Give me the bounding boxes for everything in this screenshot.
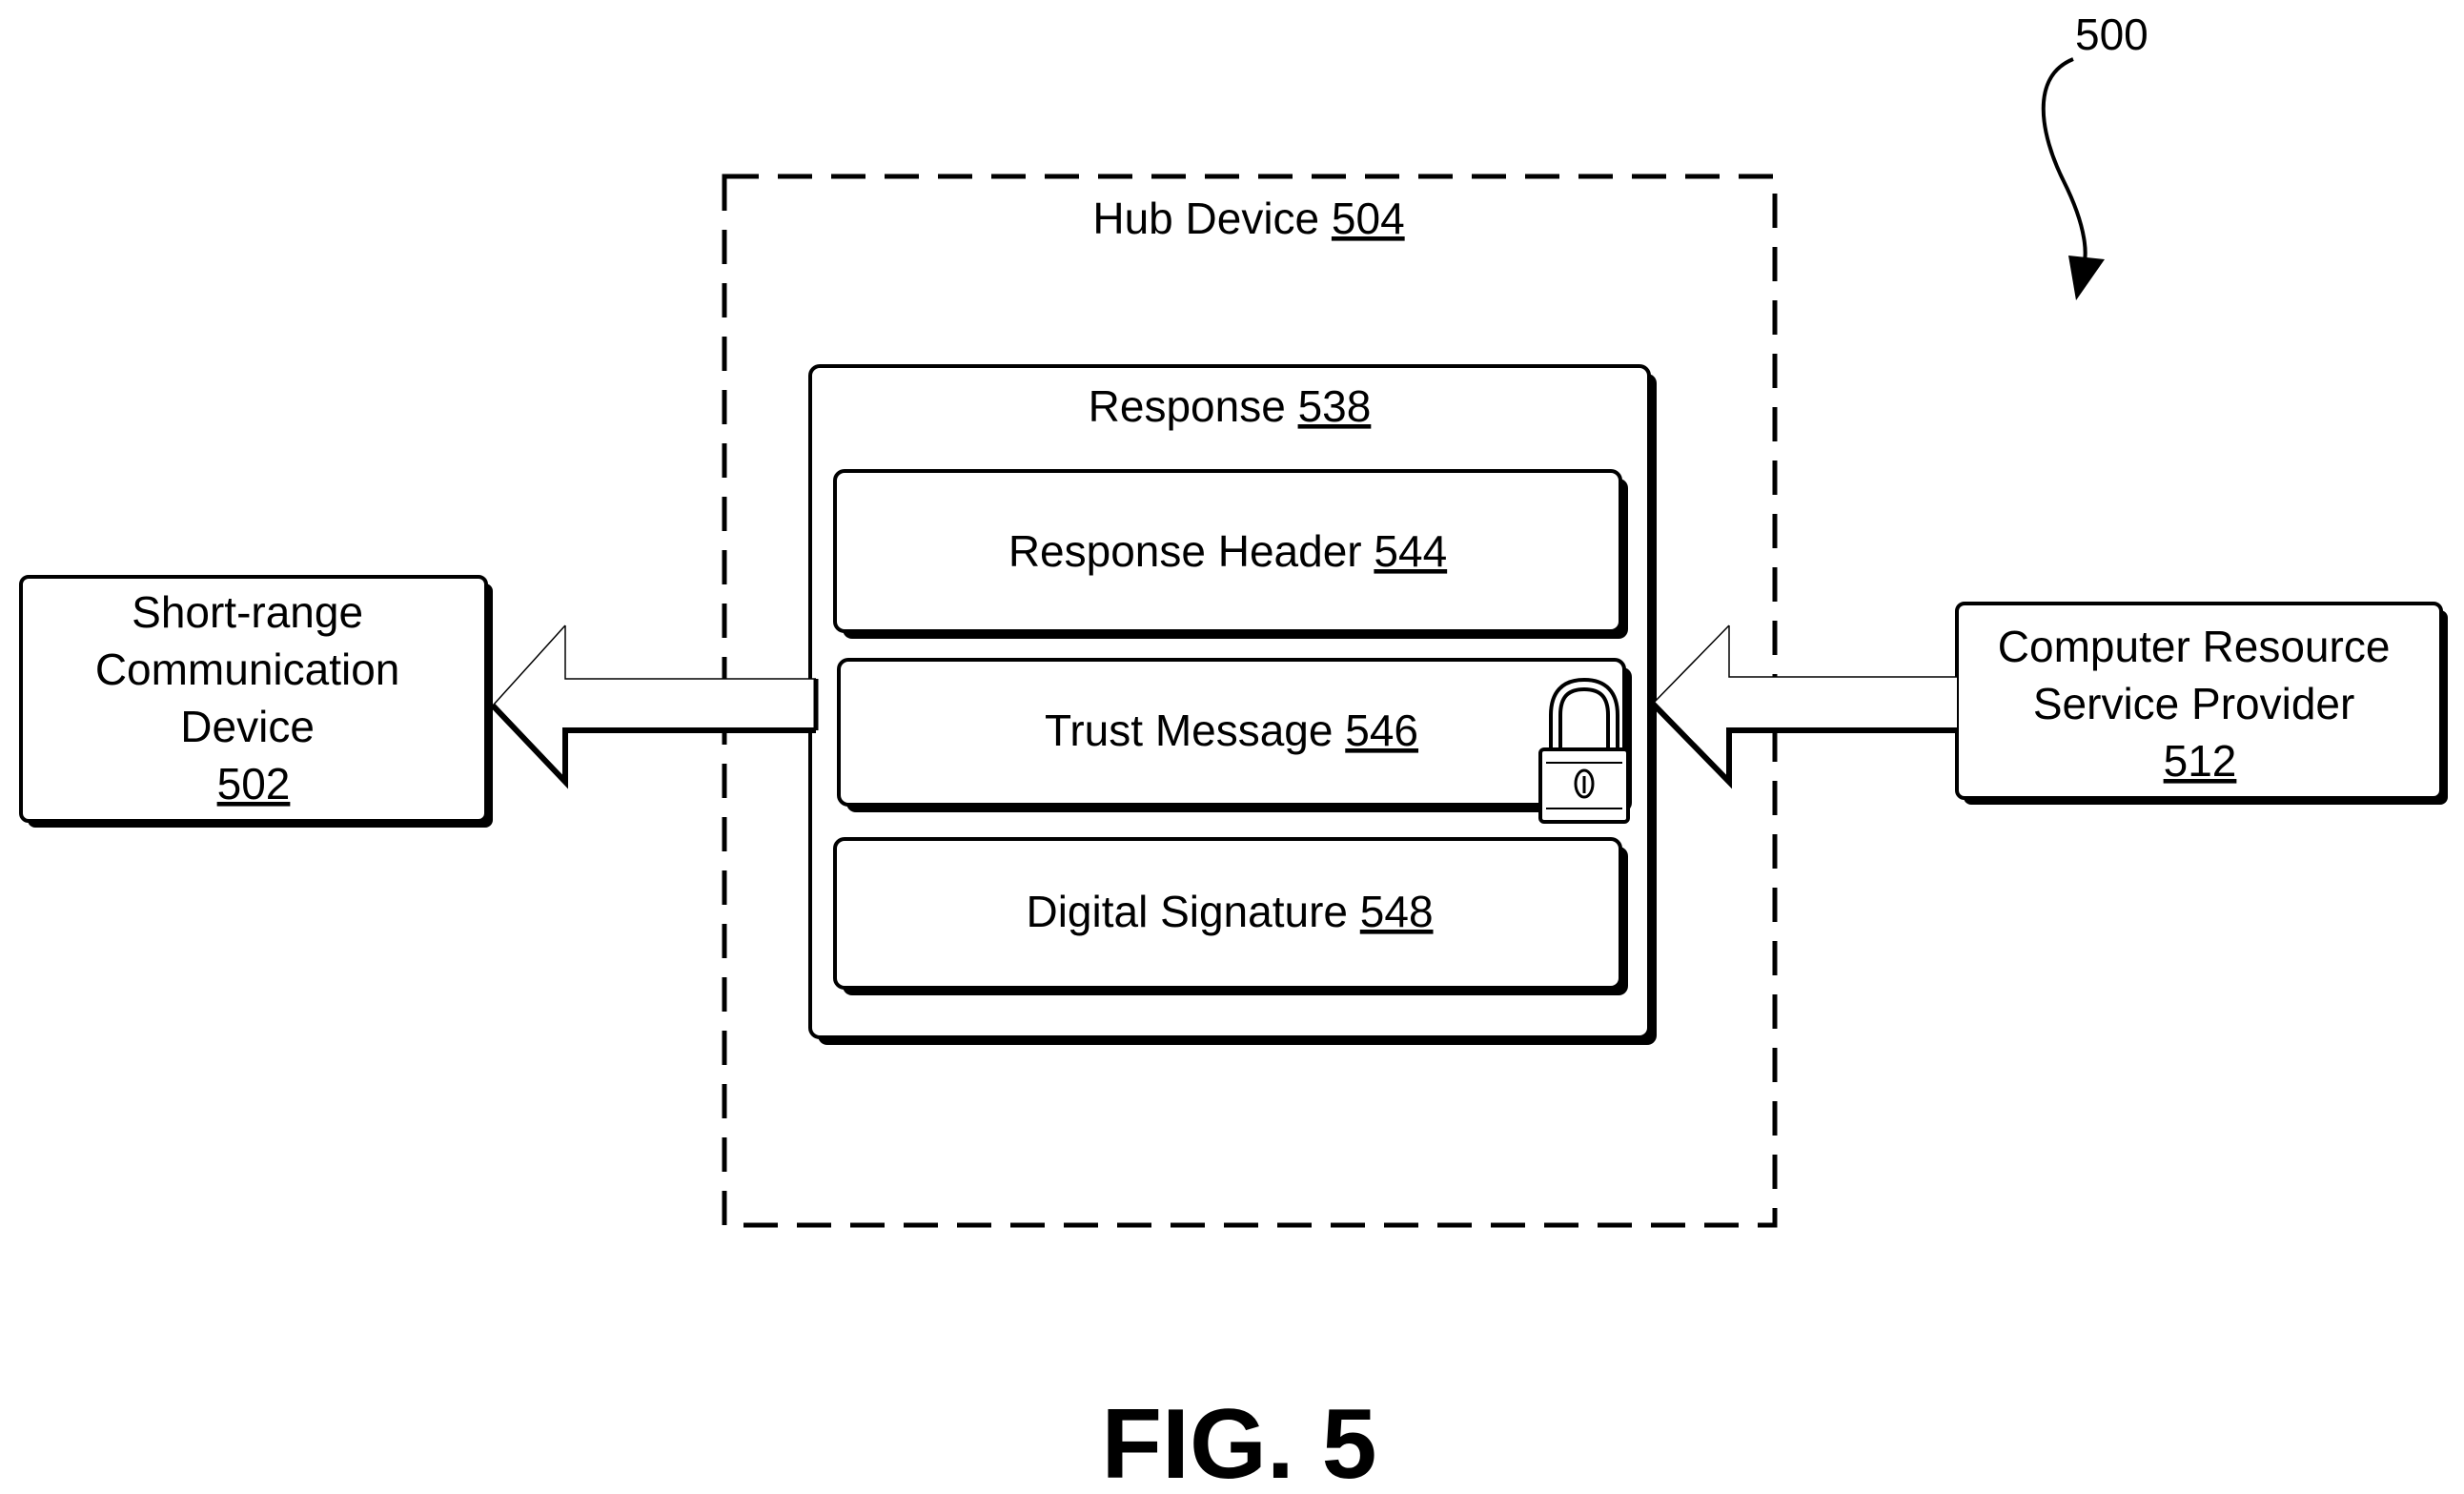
hub-device-label: Hub Device 504	[1092, 194, 1404, 243]
figure-ref-number: 500	[2075, 10, 2148, 59]
hollow-arrow-left-icon	[1653, 625, 1957, 782]
trust-message-label: Trust Message 546	[1045, 706, 1418, 755]
hollow-arrow-left-icon	[493, 625, 816, 782]
digital-signature-label: Digital Signature 548	[1026, 887, 1433, 936]
response-label: Response 538	[1089, 381, 1372, 431]
squiggle-arrow-icon	[2044, 59, 2105, 300]
figure-caption: FIG. 5	[1102, 1389, 1377, 1494]
response-header-label: Response Header 544	[1008, 526, 1447, 576]
